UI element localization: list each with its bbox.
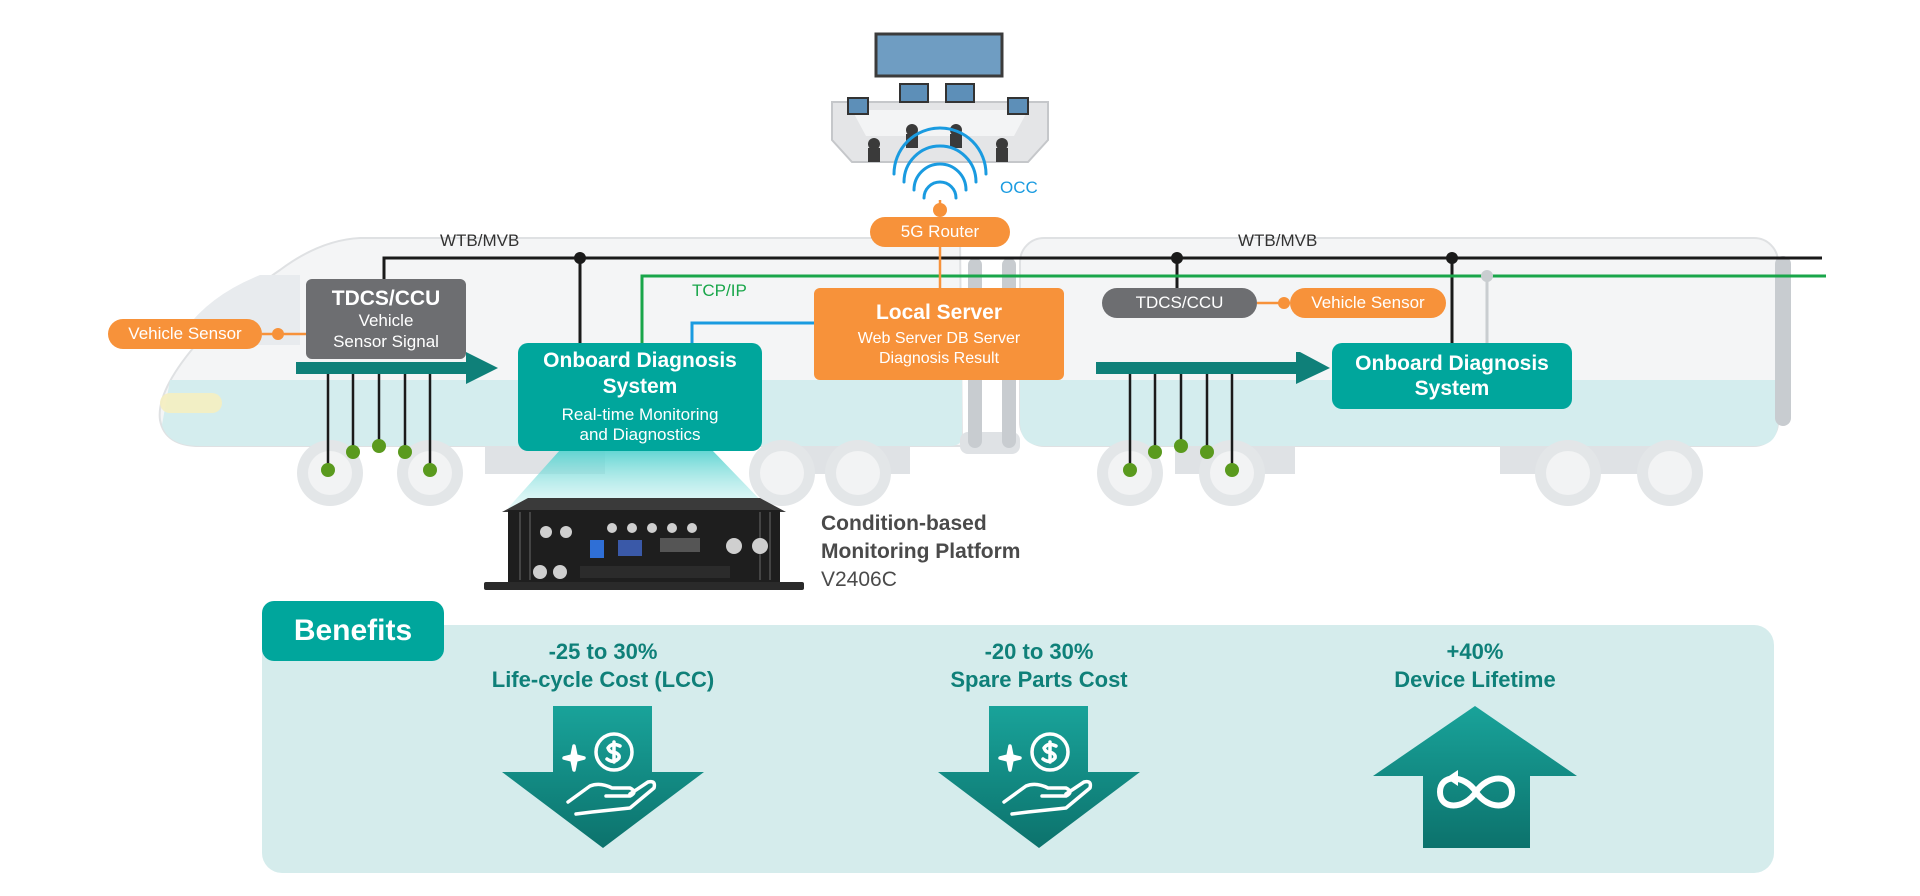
device-caption-line1: Condition-based	[821, 512, 987, 535]
vehicle-sensor-left-pill: Vehicle Sensor	[108, 319, 262, 349]
benefit-item-1-name: Life-cycle Cost (LCC)	[491, 667, 715, 692]
benefits-tab-label: Benefits	[293, 614, 413, 647]
benefit-item-3-value: +40%	[1446, 639, 1504, 664]
occ-control-room-image	[831, 32, 1049, 163]
tdcs-ccu-left-box: TDCS/CCU Vehicle Sensor Signal	[306, 279, 466, 359]
benefit-item-1-value: -25 to 30%	[548, 639, 658, 664]
signal-flow-arrow-left	[296, 352, 498, 384]
wtb-mvb-label-right: WTB/MVB	[1238, 231, 1318, 250]
ods-right-title-line2: System	[1414, 377, 1490, 400]
sensor-dots-right	[1123, 439, 1239, 477]
ods-right-title-line1: Onboard Diagnosis	[1355, 351, 1549, 375]
vehicle-sensor-right-pill: Vehicle Sensor	[1290, 288, 1446, 318]
sensor-taps-left	[326, 374, 432, 470]
tcpip-bus	[640, 274, 1826, 346]
sensor-dots-left	[321, 439, 437, 477]
local-server-line1: Web Server DB Server	[857, 330, 1021, 348]
tdcs-ccu-left-line1: Vehicle	[358, 311, 414, 331]
v2406c-device-image	[484, 498, 804, 590]
device-model: V2406C	[821, 568, 897, 591]
benefit-item-3: +40% Device Lifetime	[1295, 638, 1655, 694]
ods-left-title-line1: Onboard Diagnosis	[543, 349, 737, 373]
benefit-item-2: -20 to 30% Spare Parts Cost	[859, 638, 1219, 694]
money-hand-icon	[562, 732, 657, 816]
infinity-cycle-icon	[1436, 770, 1516, 809]
benefit-arrow-down-2	[938, 706, 1140, 848]
tdcs-ccu-right-pill: TDCS/CCU	[1102, 288, 1257, 318]
benefit-item-2-value: -20 to 30%	[984, 639, 1094, 664]
signal-flow-arrow-right	[1096, 352, 1330, 384]
tdcs-ccu-left-title: TDCS/CCU	[331, 287, 441, 311]
5g-router-label: 5G Router	[900, 222, 980, 241]
ods-right-box: Onboard Diagnosis System	[1332, 343, 1572, 409]
server-link	[690, 321, 816, 346]
wifi-signal-icon	[892, 126, 988, 200]
sensor-taps-right	[1128, 374, 1234, 470]
occ-label: OCC	[1000, 178, 1038, 197]
local-server-box: Local Server Web Server DB Server Diagno…	[814, 288, 1064, 380]
tdcs-ccu-left-line2: Sensor Signal	[333, 331, 439, 351]
ods-left-box: Onboard Diagnosis System Real-time Monit…	[518, 343, 762, 451]
benefit-item-2-name: Spare Parts Cost	[950, 667, 1128, 692]
benefit-item-3-name: Device Lifetime	[1394, 667, 1556, 692]
5g-router-pill: 5G Router	[870, 217, 1010, 247]
benefit-arrow-down-1	[502, 706, 704, 848]
ods-left-sub-line2: and Diagnostics	[579, 425, 701, 445]
benefit-arrow-up-3	[1373, 706, 1577, 848]
local-server-title: Local Server	[875, 301, 1003, 325]
vehicle-sensor-right-label: Vehicle Sensor	[1311, 293, 1425, 312]
vehicle-sensor-left-label: Vehicle Sensor	[128, 324, 242, 343]
wtb-mvb-label-left: WTB/MVB	[440, 231, 520, 250]
ods-left-sub-line1: Real-time Monitoring	[561, 404, 719, 424]
local-server-line2: Diagnosis Result	[878, 349, 1000, 367]
device-beam	[508, 450, 768, 508]
tcpip-label: TCP/IP	[692, 281, 747, 300]
tdcs-ccu-right-label: TDCS/CCU	[1135, 293, 1224, 312]
benefit-item-1: -25 to 30% Life-cycle Cost (LCC)	[423, 638, 783, 694]
benefits-tab: Benefits	[262, 601, 444, 661]
ods-left-title-line2: System	[602, 374, 678, 398]
money-hand-icon	[998, 732, 1093, 816]
device-caption-line2: Monitoring Platform	[821, 540, 1021, 563]
